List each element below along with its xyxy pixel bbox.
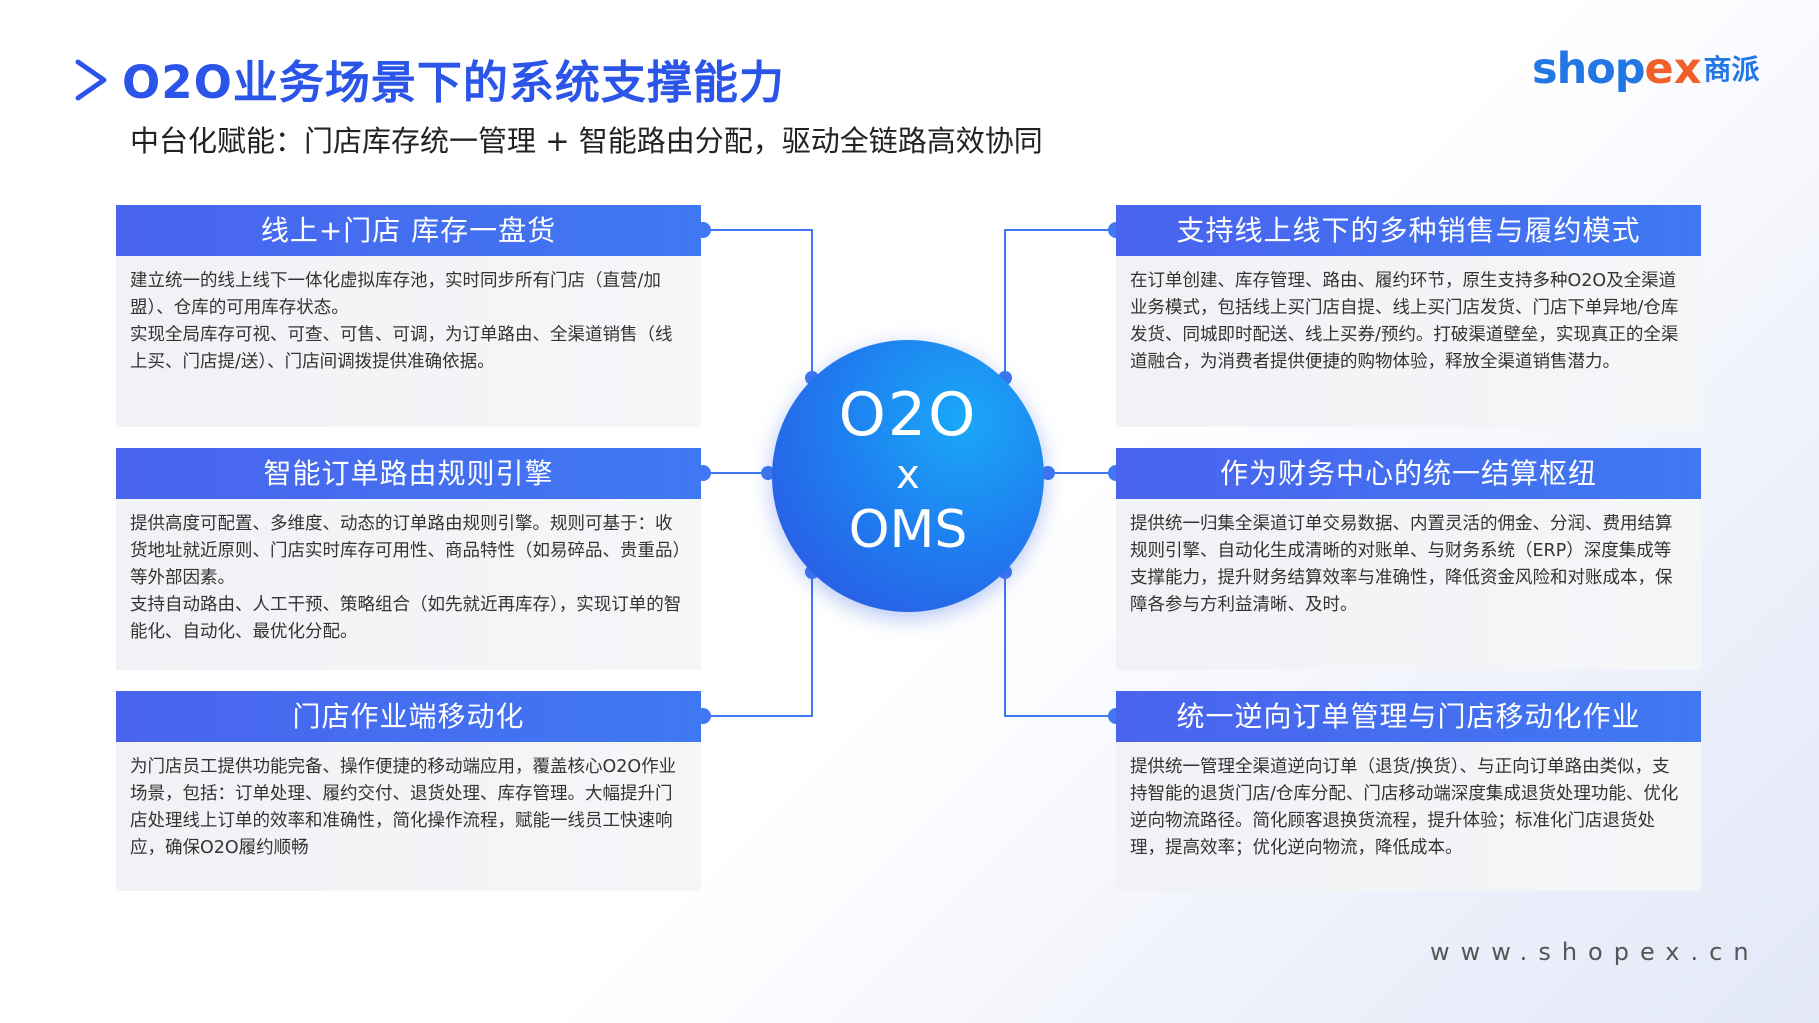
card-routing-engine: 智能订单路由规则引擎 提供高度可配置、多维度、动态的订单路由规则引擎。规则可基于… xyxy=(116,448,701,670)
card-inventory-pool: 线上+门店 库存一盘货 建立统一的线上线下一体化虚拟库存池，实时同步所有门店（直… xyxy=(116,205,701,427)
footer-url: www.shopex.cn xyxy=(1430,938,1760,966)
card-body: 提供统一管理全渠道逆向订单（退货/换货）、与正向订单路由类似，支持智能的退货门店… xyxy=(1116,742,1701,862)
card-reverse-orders: 统一逆向订单管理与门店移动化作业 提供统一管理全渠道逆向订单（退货/换货）、与正… xyxy=(1116,691,1701,891)
logo-text-ex: ex xyxy=(1644,44,1702,94)
connector-left-bottom xyxy=(703,575,813,717)
card-paragraph: 实现全局库存可视、可查、可售、可调，为订单路由、全渠道销售（线上买、门店提/送）… xyxy=(130,325,673,372)
card-paragraph: 为门店员工提供功能完备、操作便捷的移动端应用，覆盖核心O2O作业场景，包括：订单… xyxy=(130,757,677,858)
card-title: 统一逆向订单管理与门店移动化作业 xyxy=(1116,691,1701,742)
hub-label-o2o: O2O xyxy=(838,380,978,450)
hub-label-x: x xyxy=(896,452,920,498)
card-paragraph: 在订单创建、库存管理、路由、履约环节，原生支持多种O2O及全渠道业务模式，包括线… xyxy=(1130,271,1679,372)
card-title: 支持线上线下的多种销售与履约模式 xyxy=(1116,205,1701,256)
card-body: 在订单创建、库存管理、路由、履约环节，原生支持多种O2O及全渠道业务模式，包括线… xyxy=(1116,256,1701,376)
card-store-mobile: 门店作业端移动化 为门店员工提供功能完备、操作便捷的移动端应用，覆盖核心O2O作… xyxy=(116,691,701,891)
card-body: 提供高度可配置、多维度、动态的订单路由规则引擎。规则可基于：收货地址就近原则、门… xyxy=(116,499,701,646)
card-sales-fulfillment: 支持线上线下的多种销售与履约模式 在订单创建、库存管理、路由、履约环节，原生支持… xyxy=(1116,205,1701,427)
page-title: O2O业务场景下的系统支撑能力 xyxy=(122,56,785,109)
hub-circle: O2O x OMS xyxy=(772,340,1044,612)
chevron-right-icon xyxy=(75,59,107,101)
connector-right-bottom xyxy=(1004,575,1116,717)
card-title: 作为财务中心的统一结算枢纽 xyxy=(1116,448,1701,499)
logo-text-shop: shop xyxy=(1532,44,1646,94)
card-settlement-hub: 作为财务中心的统一结算枢纽 提供统一归集全渠道订单交易数据、内置灵活的佣金、分润… xyxy=(1116,448,1701,670)
card-body: 为门店员工提供功能完备、操作便捷的移动端应用，覆盖核心O2O作业场景，包括：订单… xyxy=(116,742,701,862)
card-body: 建立统一的线上线下一体化虚拟库存池，实时同步所有门店（直营/加盟）、仓库的可用库… xyxy=(116,256,701,376)
connector-right-top xyxy=(1004,229,1116,375)
card-paragraph: 提供高度可配置、多维度、动态的订单路由规则引擎。规则可基于：收货地址就近原则、门… xyxy=(130,514,682,588)
card-paragraph: 提供统一管理全渠道逆向订单（退货/换货）、与正向订单路由类似，支持智能的退货门店… xyxy=(1130,757,1679,858)
card-body: 提供统一归集全渠道订单交易数据、内置灵活的佣金、分润、费用结算规则引擎、自动化生… xyxy=(1116,499,1701,619)
connector-left-top xyxy=(703,229,813,375)
logo-text-cn: 商派 xyxy=(1703,53,1760,86)
hub-label-oms: OMS xyxy=(848,500,968,560)
shopex-logo: shopex商派 xyxy=(1532,44,1759,94)
card-title: 门店作业端移动化 xyxy=(116,691,701,742)
card-title: 智能订单路由规则引擎 xyxy=(116,448,701,499)
node-dot xyxy=(761,466,775,480)
card-title: 线上+门店 库存一盘货 xyxy=(116,205,701,256)
page-subtitle: 中台化赋能：门店库存统一管理 + 智能路由分配，驱动全链路高效协同 xyxy=(130,124,1043,158)
node-dot xyxy=(1041,466,1055,480)
card-paragraph: 提供统一归集全渠道订单交易数据、内置灵活的佣金、分润、费用结算规则引擎、自动化生… xyxy=(1130,514,1673,615)
card-paragraph: 建立统一的线上线下一体化虚拟库存池，实时同步所有门店（直营/加盟）、仓库的可用库… xyxy=(130,271,661,318)
card-paragraph: 支持自动路由、人工干预、策略组合（如先就近再库存），实现订单的智能化、自动化、最… xyxy=(130,595,682,642)
